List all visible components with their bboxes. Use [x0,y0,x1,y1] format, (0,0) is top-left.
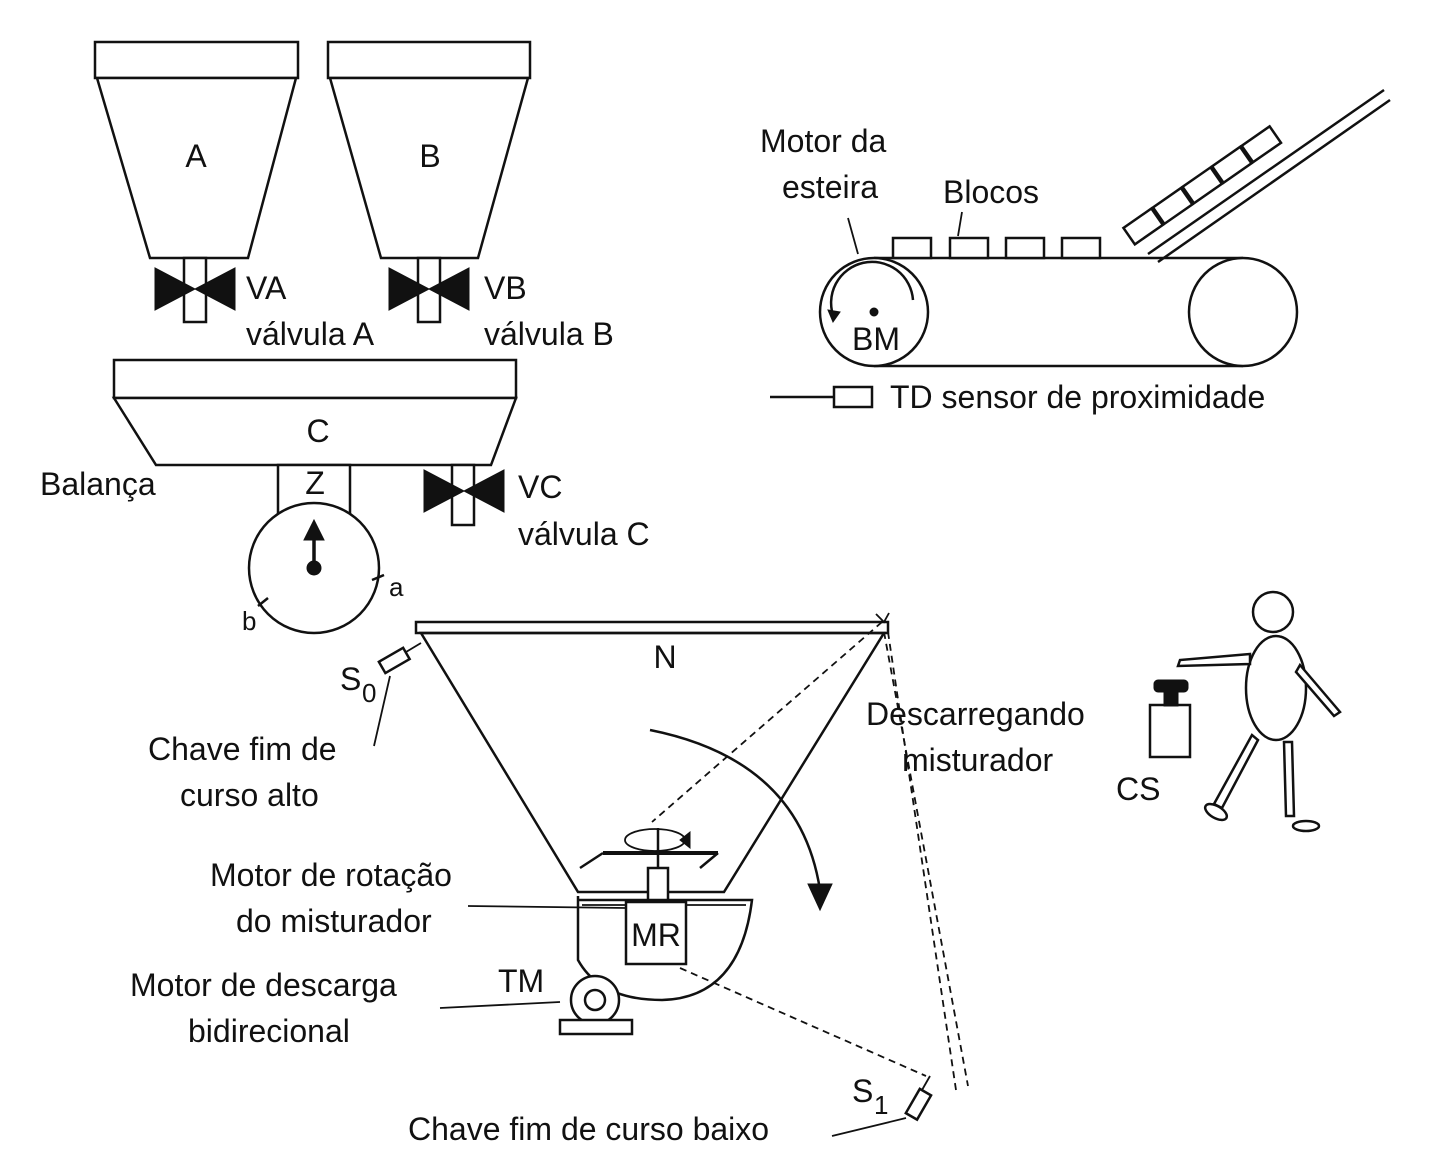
scale-mark-a: a [389,572,404,602]
hopper-c: C Z [111,358,518,527]
hopper-a: A [93,40,300,324]
block [1239,124,1283,164]
limit-switch-low-tag: S [852,1073,873,1109]
valve-va-desc: válvula A [246,316,375,352]
valve-vc: VC válvula C [423,469,650,552]
rotation-motor-tag: MR [631,917,681,953]
load-cell-z-label: Z [305,465,325,501]
operator-figure [1176,590,1342,833]
control-station-label: CS [1116,771,1160,807]
mixer-level-n-label: N [653,639,676,675]
start-button-icon [1153,679,1189,693]
limit-switch-high: S 0 Chave fim de curso alto [148,642,422,813]
limit-switch-high-label-line1: Chave fim de [148,731,337,767]
belt-motor-label-line1: Motor da [760,123,886,159]
hopper-b-label: B [419,138,440,174]
valve-va: VA válvula A [154,267,375,352]
mixer: N MR TM Motor de rotação do misturador M [130,612,1085,1091]
operator-body [1244,634,1308,742]
limit-switch-high-label-line2: curso alto [180,777,319,813]
valve-vc-label: VC [518,469,562,505]
unloading-label-line1: Descarregando [866,696,1085,732]
block [1060,236,1102,260]
limit-switch-high-subscript: 0 [362,678,376,708]
hopper-c-label: C [306,413,329,449]
discharge-motor-tag: TM [498,963,544,999]
rotation-motor-label-line1: Motor de rotação [210,857,452,893]
control-station: CS [1116,679,1192,807]
block [1151,186,1195,226]
valve-va-label: VA [246,270,287,306]
operator-arm [1176,652,1252,668]
block [891,236,933,260]
valve-vb-label: VB [484,270,527,306]
proximity-sensor-label: TD sensor de proximidade [890,379,1265,415]
block [1210,145,1254,185]
hopper-b: B [326,40,532,324]
conveyor: BM Motor da esteira Blocos TD sensor de … [760,88,1391,415]
discharge-motor-label-line2: bidirecional [188,1013,350,1049]
block [1180,165,1224,206]
valve-vb: VB válvula B [388,267,614,352]
scale-mark-b: b [242,606,256,636]
belt-motor-tag: BM [852,321,900,357]
proximity-sensor [832,385,874,409]
valve-vb-desc: válvula B [484,316,614,352]
unloading-label-line2: misturador [902,742,1054,778]
block [1121,206,1165,247]
discharge-motor-label-line1: Motor de descarga [130,967,397,1003]
hopper-a-label: A [185,138,207,174]
scale-gauge: Balança a b [40,466,404,636]
valve-vc-desc: válvula C [518,516,650,552]
operator-leg [1212,733,1260,810]
rotation-motor-label-line2: do misturador [236,903,432,939]
block [1004,236,1046,260]
operator-head [1251,590,1295,634]
block [948,236,990,260]
limit-switch-low-label: Chave fim de curso baixo [408,1111,769,1147]
blocks-label: Blocos [943,174,1039,210]
limit-switch-low: S 1 Chave fim de curso baixo [408,1073,933,1147]
scale-label: Balança [40,466,156,502]
limit-switch-low-subscript: 1 [874,1090,888,1120]
operator-leg [1282,740,1296,818]
limit-switch-high-tag: S [340,661,361,697]
operator-arm [1294,662,1342,718]
belt-motor-label-line2: esteira [782,169,878,205]
